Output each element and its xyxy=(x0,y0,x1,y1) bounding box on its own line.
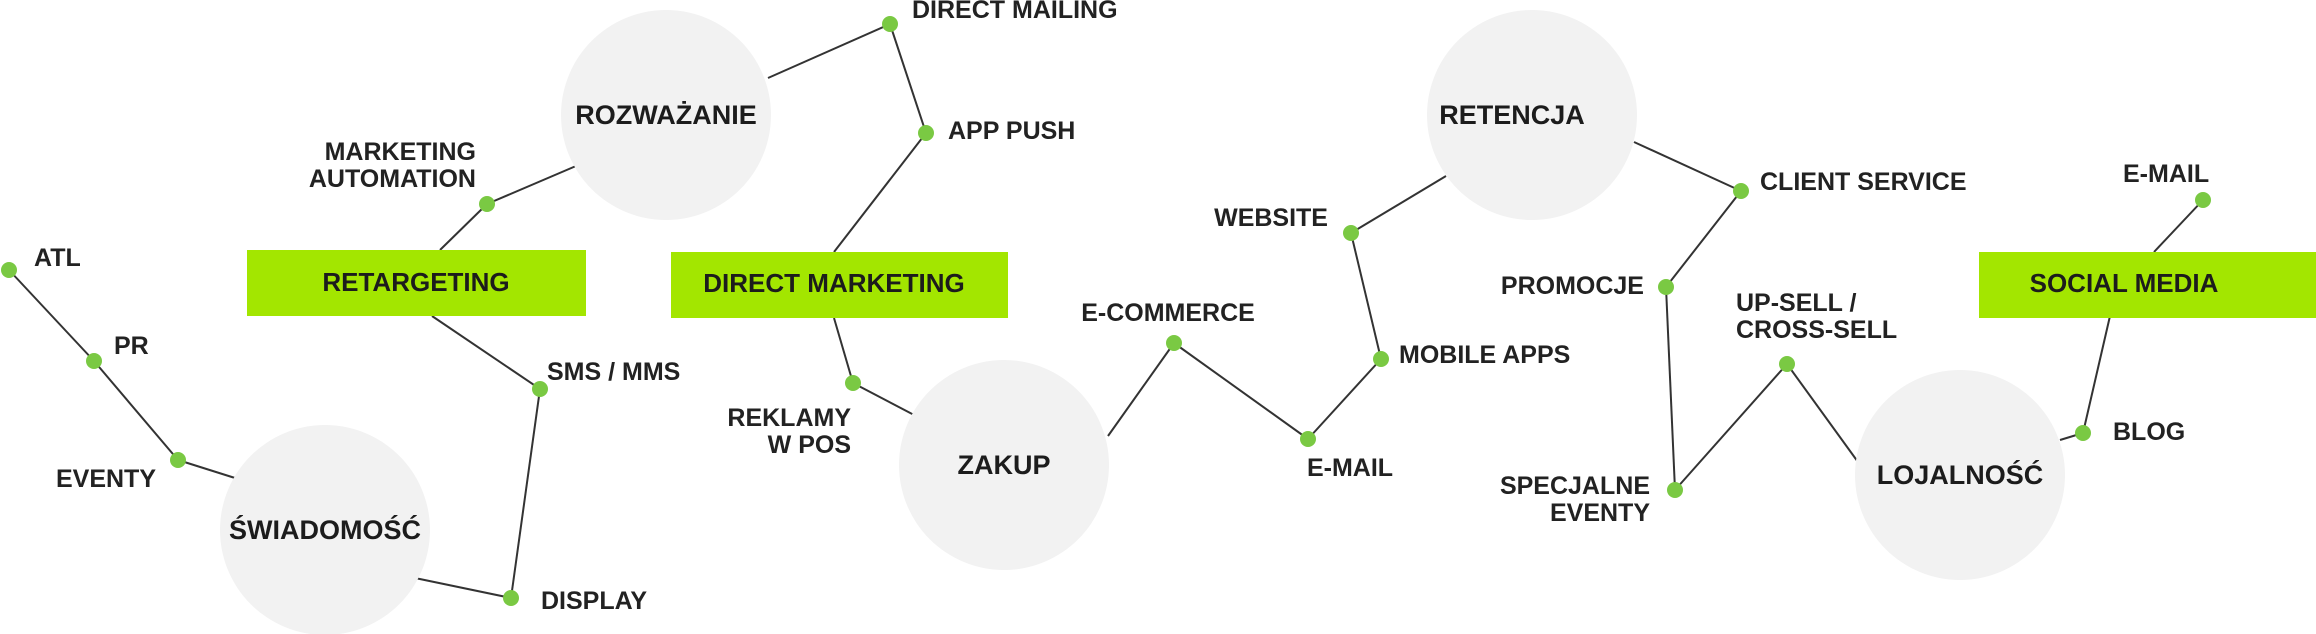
node-client-service xyxy=(1733,183,1749,199)
node-specjalne-eventy xyxy=(1667,482,1683,498)
node-e-mail-social xyxy=(2195,192,2211,208)
label-client-service: CLIENT SERVICE xyxy=(1760,168,1967,196)
stage-label-zakup: ZAKUP xyxy=(958,450,1051,480)
label-mobile-apps: MOBILE APPS xyxy=(1399,341,1570,369)
stage-label-rozwazanie: ROZWAŻANIE xyxy=(575,100,757,130)
node-pr xyxy=(86,353,102,369)
node-e-commerce xyxy=(1166,335,1182,351)
stage-circle-rozwazanie xyxy=(561,10,771,220)
stage-circle-retencja xyxy=(1427,10,1637,220)
node-promocje xyxy=(1658,279,1674,295)
stage-circles xyxy=(220,10,2065,634)
label-app-push: APP PUSH xyxy=(948,117,1075,145)
label-marketing-automation-1: MARKETING xyxy=(325,138,476,166)
line-atl-pr xyxy=(8,269,95,362)
box-label-retargeting: RETARGETING xyxy=(322,267,509,297)
node-mobile-apps xyxy=(1373,351,1389,367)
line-ecommerce-email xyxy=(1173,342,1309,440)
box-retargeting xyxy=(247,250,586,316)
line-specjalne-upsell xyxy=(1674,363,1788,491)
label-specjalne-eventy-1: SPECJALNE xyxy=(1500,472,1650,500)
box-social-media xyxy=(1979,252,2316,318)
line-eventy-swiadomosc xyxy=(177,459,236,479)
line-retargeting-automation xyxy=(439,203,488,251)
label-e-commerce: E-COMMERCE xyxy=(1081,299,1255,327)
stage-circle-zakup xyxy=(899,360,1109,570)
stage-labels: ŚWIADOMOŚĆ ROZWAŻANIE ZAKUP RETENCJA LOJ… xyxy=(229,100,2043,545)
node-up-sell xyxy=(1779,356,1795,372)
line-pr-eventy xyxy=(93,360,179,461)
node-e-mail-zakup xyxy=(1300,431,1316,447)
label-website: WEBSITE xyxy=(1214,204,1328,232)
label-e-mail-social: E-MAIL xyxy=(2123,160,2209,188)
label-specjalne-eventy-2: EVENTY xyxy=(1550,499,1650,527)
box-labels: RETARGETING DIRECT MARKETING SOCIAL MEDI… xyxy=(322,267,2218,298)
node-app-push xyxy=(918,125,934,141)
channel-boxes xyxy=(247,250,2316,318)
label-reklamy-pos-2: W POS xyxy=(768,431,851,459)
box-direct-marketing xyxy=(671,252,1008,318)
line-sms-retargeting xyxy=(431,315,541,390)
channel-labels: ATL PR EVENTY MARKETING AUTOMATION SMS /… xyxy=(34,0,2209,615)
stage-label-swiadomosc: ŚWIADOMOŚĆ xyxy=(229,514,421,545)
label-blog: BLOG xyxy=(2113,418,2185,446)
label-atl: ATL xyxy=(34,244,81,272)
node-display xyxy=(503,590,519,606)
label-up-sell-1: UP-SELL / xyxy=(1736,289,1856,317)
line-rozwazanie-mailing xyxy=(767,23,891,79)
channel-nodes xyxy=(1,16,2211,606)
stage-circle-lojalnosc xyxy=(1855,370,2065,580)
line-zakup-ecommerce xyxy=(1107,342,1175,437)
line-automation-rozwazanie xyxy=(486,165,577,205)
node-sms-mms xyxy=(532,381,548,397)
line-apppush-dm xyxy=(833,132,927,253)
label-reklamy-pos-1: REKLAMY xyxy=(727,404,851,432)
line-social-email xyxy=(2153,199,2204,253)
line-website-retencja xyxy=(1350,175,1447,234)
label-display: DISPLAY xyxy=(541,587,647,615)
connector-lines xyxy=(8,23,2204,599)
line-dm-reklamy xyxy=(833,317,854,384)
label-direct-mailing: DIRECT MAILING xyxy=(912,0,1118,24)
line-promocje-specjalne xyxy=(1665,286,1676,491)
line-display-sms xyxy=(510,388,541,599)
box-label-direct-marketing: DIRECT MARKETING xyxy=(703,268,964,298)
label-up-sell-2: CROSS-SELL xyxy=(1736,316,1897,344)
line-swiadomosc-display xyxy=(414,577,512,599)
node-blog xyxy=(2075,425,2091,441)
line-blog-social xyxy=(2082,315,2111,434)
label-e-mail-zakup: E-MAIL xyxy=(1307,454,1393,482)
line-upsell-lojalnosc xyxy=(1786,363,1859,463)
node-website xyxy=(1343,225,1359,241)
box-label-social-media: SOCIAL MEDIA xyxy=(2030,268,2219,298)
line-retencja-client xyxy=(1633,141,1742,192)
stage-label-retencja: RETENCJA xyxy=(1439,100,1585,130)
label-promocje: PROMOCJE xyxy=(1501,272,1644,300)
stage-label-lojalnosc: LOJALNOŚĆ xyxy=(1877,459,2044,490)
stage-circle-swiadomosc xyxy=(220,425,430,634)
node-eventy xyxy=(170,452,186,468)
node-atl xyxy=(1,262,17,278)
label-eventy: EVENTY xyxy=(56,465,156,493)
node-reklamy-pos xyxy=(845,375,861,391)
line-mobile-website xyxy=(1350,232,1382,360)
label-marketing-automation-2: AUTOMATION xyxy=(309,165,476,193)
line-email-mobile xyxy=(1307,358,1382,440)
line-client-promocje xyxy=(1665,190,1742,288)
label-pr: PR xyxy=(114,332,149,360)
label-sms-mms: SMS / MMS xyxy=(547,358,680,386)
line-reklamy-zakup xyxy=(852,382,917,417)
node-marketing-automation xyxy=(479,196,495,212)
node-direct-mailing xyxy=(882,16,898,32)
line-mailing-apppush xyxy=(889,23,927,134)
